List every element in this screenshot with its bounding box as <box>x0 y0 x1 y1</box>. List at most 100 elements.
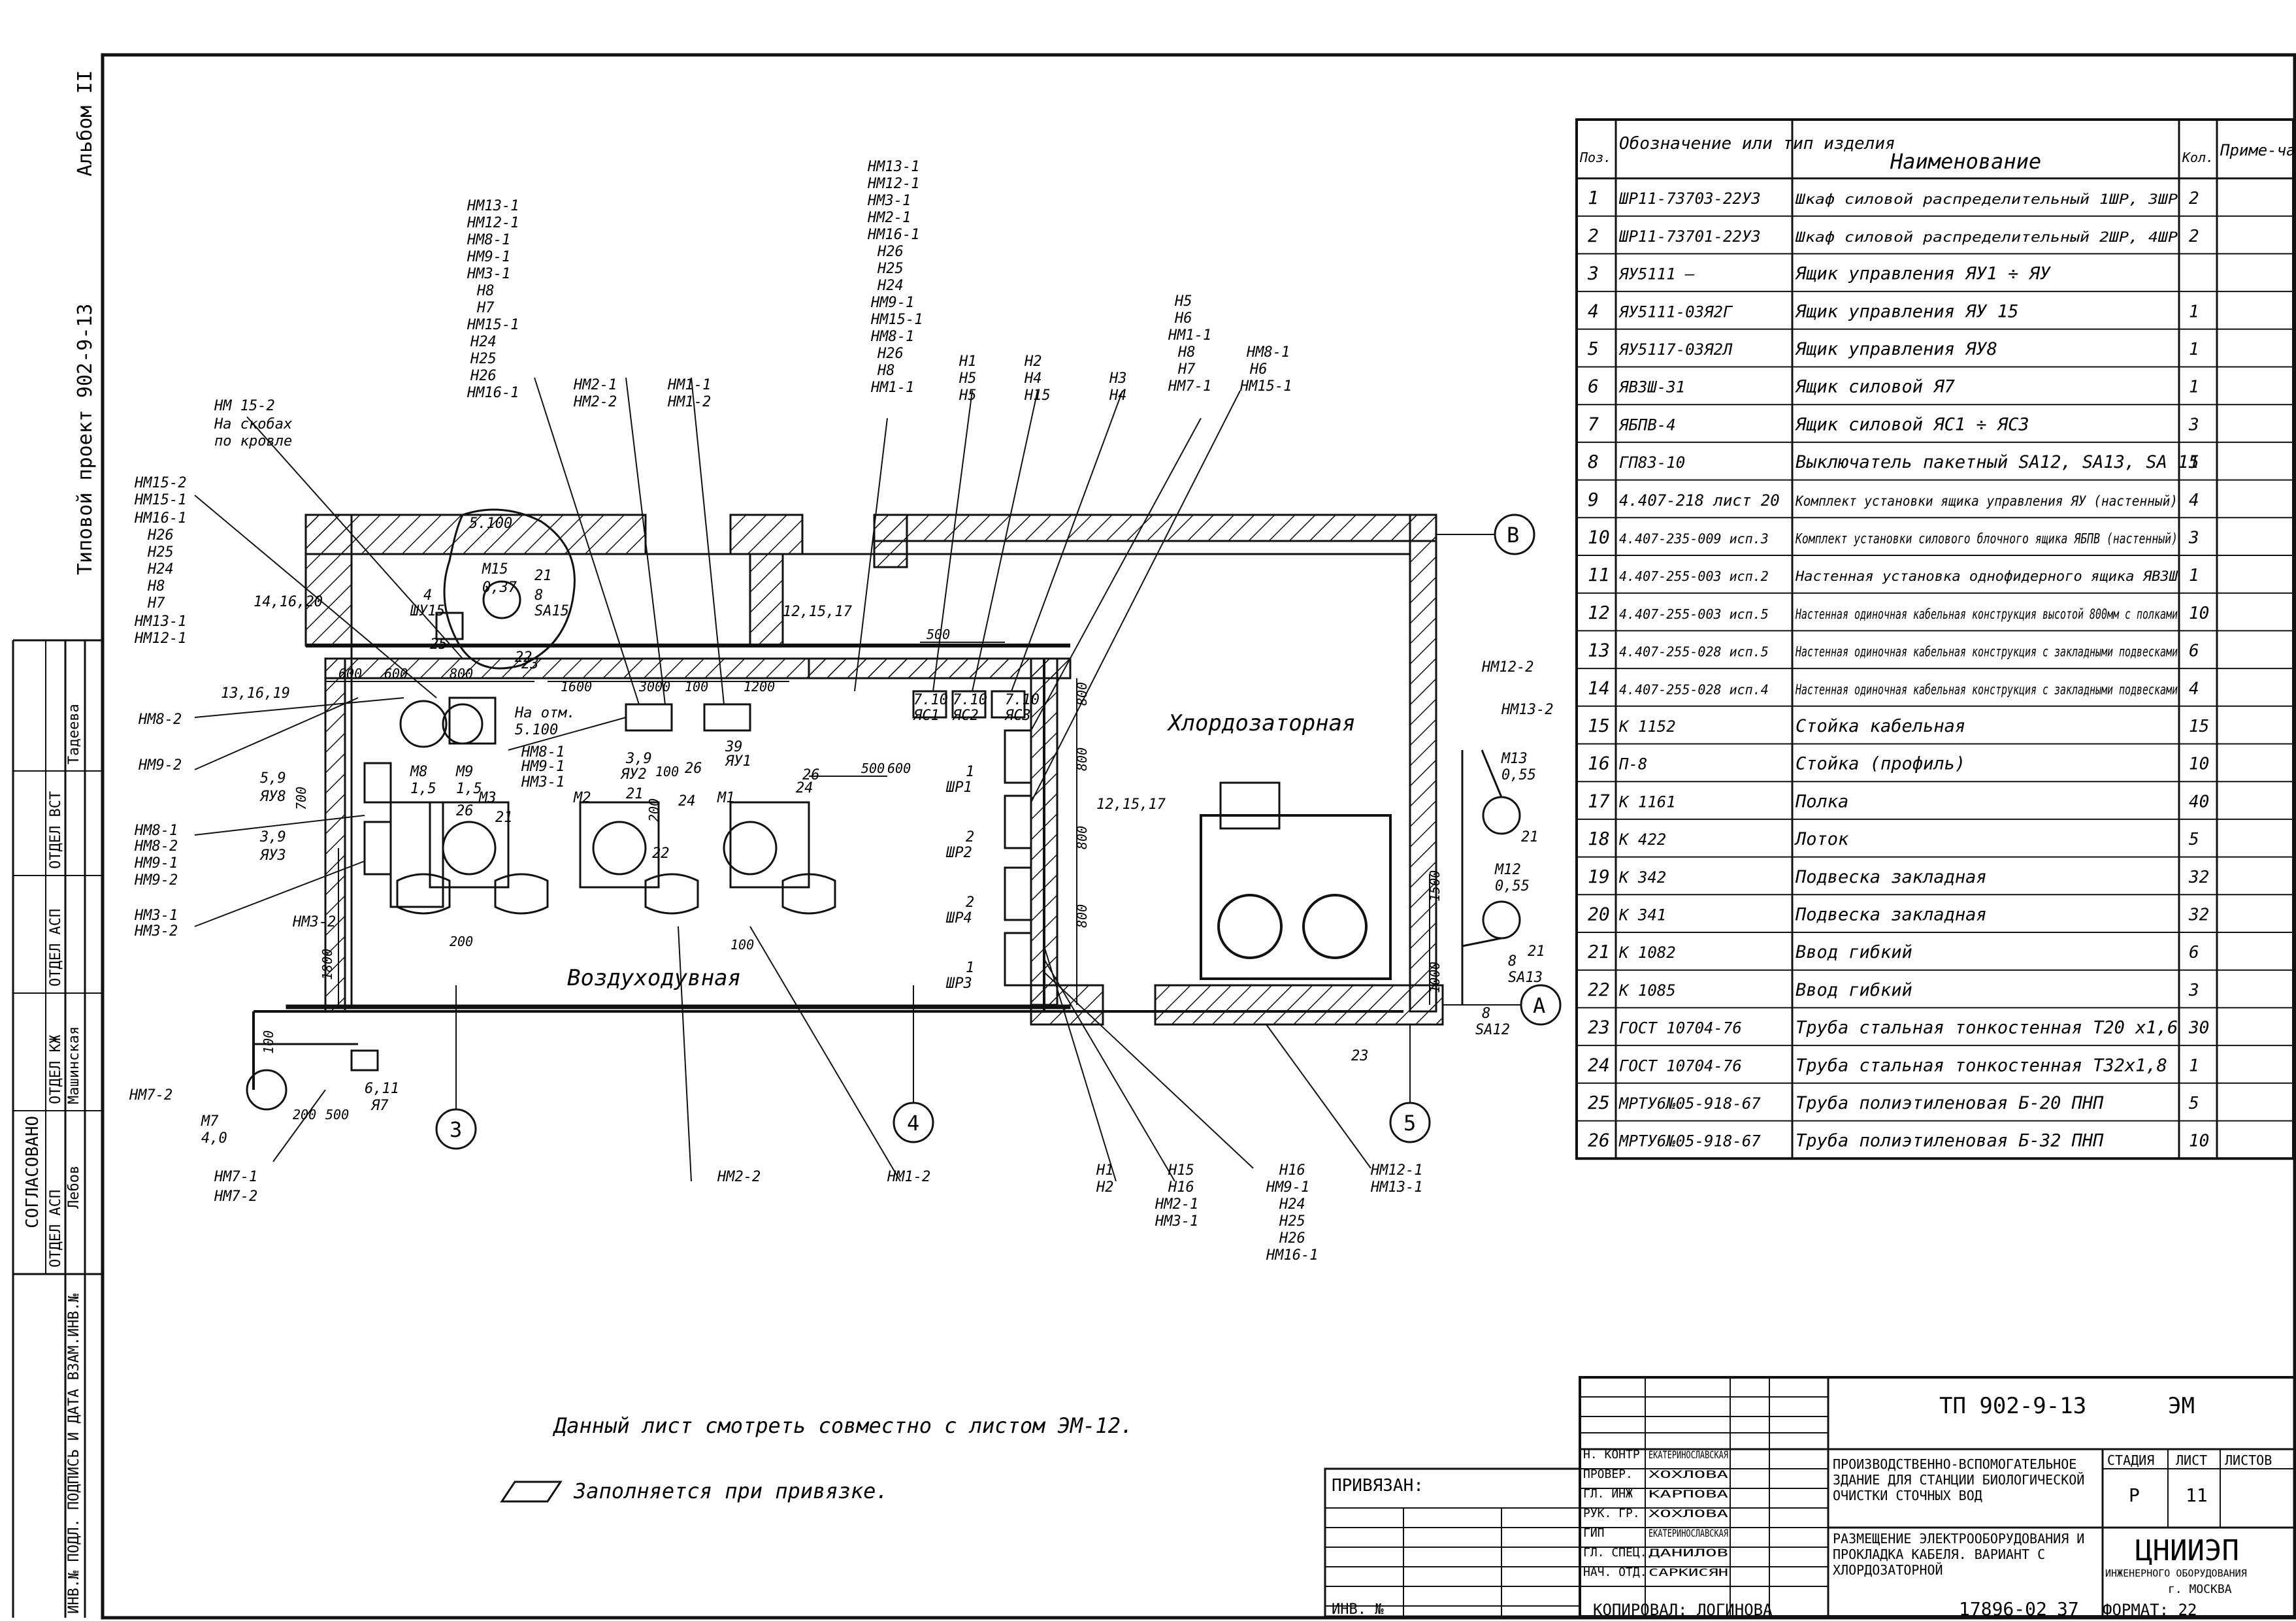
spec-name: Ящик управления ЯУ1 ÷ ЯУ <box>1795 264 2052 284</box>
spec-name: Настенная одиночная кабельная конструкци… <box>1795 606 2178 622</box>
spec-qty: 15 <box>2189 717 2209 736</box>
spec-qty: 32 <box>2188 868 2209 887</box>
spec-qty: 10 <box>2189 755 2209 774</box>
tb-object-line: ПРОИЗВОДСТВЕННО-ВСПОМОГАТЕЛЬНОЕ <box>1833 1456 2076 1472</box>
plan-label: НМ2-1 <box>867 210 911 226</box>
plan-label: 1 <box>966 764 974 780</box>
spec-name: Настенная одиночная кабельная конструкци… <box>1795 681 2178 697</box>
title-block <box>1324 1376 2296 1618</box>
column-t-stem <box>749 553 784 647</box>
plan-label: 5,9 <box>260 770 286 787</box>
spec-name: Труба стальная тонкостенная Т20 х1,6 <box>1796 1018 2178 1038</box>
plan-label: НМ13-1 <box>134 614 186 630</box>
spec-code: ЯУ5117-03Я2Л <box>1618 340 1733 359</box>
plan-label: 21 <box>626 786 644 802</box>
plan-label: Н5 <box>959 370 977 387</box>
plan-label: Н25 <box>877 261 904 277</box>
side-dept-2: ОТДЕЛ АСП <box>48 909 64 987</box>
plan-label: 2 <box>966 894 974 911</box>
plan-label: 4,0 <box>201 1130 227 1147</box>
plan-label: НМ1-1 <box>667 377 711 393</box>
spec-qty: 5 <box>2189 830 2199 849</box>
plan-label: Н5 <box>959 387 977 404</box>
tb-role: ГИП <box>1583 1526 1605 1540</box>
spec-header: Наименование <box>1890 149 2041 174</box>
side-dept-4: ОТДЕЛ АСП <box>48 1190 64 1268</box>
spec-qty: 3 <box>2188 529 2199 548</box>
plan-label: НМ15-1 <box>467 317 519 333</box>
tb-title-line: ХЛОРДОЗАТОРНОЙ <box>1833 1562 1943 1578</box>
cabinet-shr1 <box>1004 729 1032 784</box>
plan-label: ЯУ1 <box>725 753 751 770</box>
spec-pos: 6 <box>1588 376 1599 397</box>
note-fill-in: Заполняется при привязке. <box>573 1479 889 1503</box>
spec-name: Ввод гибкий <box>1796 980 1912 1000</box>
plan-label: Н16 <box>1168 1179 1194 1196</box>
plan-label: НМ12-2 <box>1481 659 1533 676</box>
plan-label: Н8 <box>147 578 165 595</box>
side-stamp-text: ИНВ.№ ПОДЛ. ПОДПИСЬ И ДАТА ВЗАМ.ИНВ.№ <box>66 1294 82 1614</box>
plan-label: 22 <box>515 649 533 666</box>
spec-code: ЯУ5111 – <box>1618 265 1695 284</box>
plan-label: Н3 <box>1109 370 1127 387</box>
spec-name: Ящик силовой Я7 <box>1795 377 1955 397</box>
dimension-value: 200 <box>293 1107 316 1122</box>
spec-code: К 341 <box>1618 906 1666 925</box>
plan-label: НМ7-1 <box>1168 378 1211 395</box>
plan-label: 21 <box>1521 829 1539 845</box>
spec-code: К 422 <box>1618 830 1666 849</box>
plan-labels: НМ13-1НМ12-1НМ8-1НМ9-1НМ3-1Н8Н7НМ15-1Н24… <box>129 159 1553 1264</box>
spec-code: К 342 <box>1618 868 1666 887</box>
tb-doc-no: 17896-02 <box>1959 1598 2047 1620</box>
spec-pos: 19 <box>1588 866 1610 887</box>
dimension-value: 600 <box>338 666 362 681</box>
side-name-3: Лебов <box>66 1166 82 1209</box>
plan-label: Н26 <box>877 244 904 260</box>
dimension-value: 600 <box>887 761 911 776</box>
plan-label: 6,11 <box>365 1081 399 1097</box>
floor-plan <box>194 377 1562 1182</box>
plan-label: Н25 <box>147 544 174 561</box>
spec-name: Ящик силовой ЯС1 ÷ ЯС3 <box>1795 414 2029 434</box>
spec-qty: 32 <box>2188 906 2209 925</box>
plan-label: НМ12-1 <box>1370 1162 1422 1179</box>
plan-label: Н26 <box>1279 1230 1305 1247</box>
spec-code: К 1152 <box>1618 717 1676 736</box>
plan-label: НМ8-1 <box>1246 344 1290 361</box>
dimension-value: 800 <box>1074 826 1090 849</box>
plan-label: 24 <box>796 780 813 796</box>
spec-table: Поз.Обозначение или тип изделияНаименова… <box>1575 118 2296 1160</box>
plan-label: ЯУ2 <box>620 766 647 783</box>
plan-label: 14,16,20 <box>254 594 323 610</box>
plan-label: Н25 <box>1279 1213 1305 1230</box>
spec-pos: 16 <box>1588 753 1610 774</box>
axis-5: 5 <box>1403 1111 1416 1136</box>
spec-qty: 2 <box>2189 227 2199 246</box>
dimension-value: 1600 <box>561 679 592 695</box>
spec-code: МРТУ6№05-918-67 <box>1618 1132 1761 1151</box>
plan-label: М3 <box>478 790 497 806</box>
plan-label: М2 <box>573 790 591 806</box>
plan-label: ШУ15 <box>410 603 445 619</box>
dimension-value: 500 <box>861 761 885 776</box>
plan-label: НМ9-2 <box>138 757 182 774</box>
plan-label: НМ16-1 <box>467 385 519 401</box>
spec-name: Стойка кабельная <box>1796 716 1965 736</box>
side-dept-3: ОТДЕЛ КЖ <box>48 1034 64 1104</box>
tb-person: САРКИСЯН <box>1648 1566 1728 1579</box>
plan-label: Н26 <box>147 527 174 544</box>
spec-pos: 4 <box>1588 300 1599 321</box>
spec-name: Труба полиэтиленовая Б-32 ПНП <box>1796 1131 2104 1151</box>
dimension-value: 800 <box>1074 904 1090 928</box>
spec-name: Комплект установки силового блочного ящи… <box>1795 531 2178 547</box>
wall-pillar-left <box>304 514 353 647</box>
spec-qty: 2 <box>2189 189 2199 208</box>
plan-label: НМ12-1 <box>867 176 919 192</box>
spec-name: Труба стальная тонкостенная Т32х1,8 <box>1796 1055 2167 1075</box>
spec-pos: 24 <box>1588 1054 1610 1075</box>
spec-pos: 3 <box>1587 263 1599 284</box>
spec-code: П-8 <box>1618 755 1647 774</box>
plan-label: Н8 <box>877 363 895 379</box>
